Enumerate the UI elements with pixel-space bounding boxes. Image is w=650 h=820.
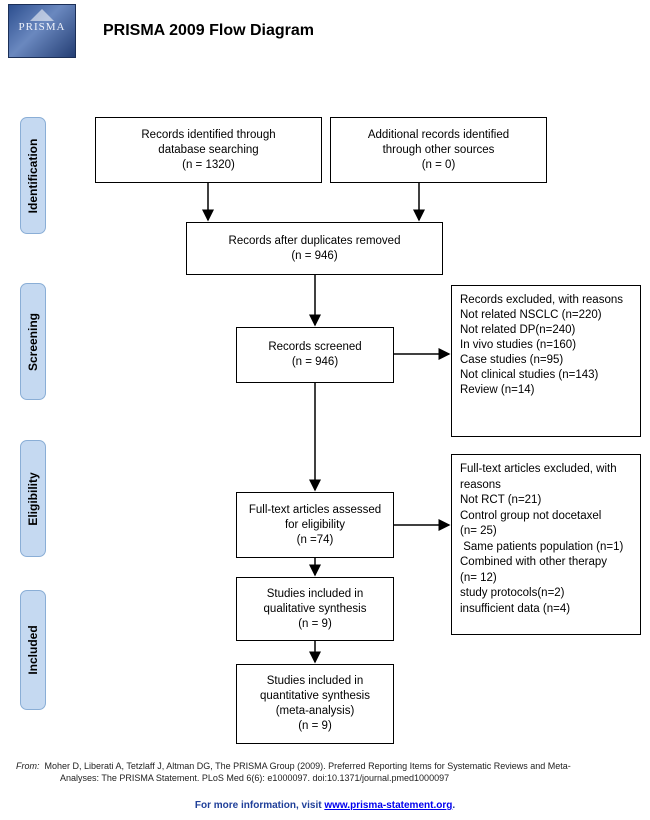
box-line: Not related NSCLC (n=220) [460,309,602,321]
box-line: Not RCT (n=21) [460,494,542,506]
box-line: Studies included in [266,675,364,687]
box-line: (n = 946) [291,249,338,262]
box-line: Records identified through [141,128,276,141]
box-line: Records after duplicates removed [228,234,401,247]
box-records-excluded: Records excluded, with reasons Not relat… [451,285,641,437]
box-after-duplicates: Records after duplicates removed (n = 94… [186,222,443,275]
box-line: (meta-analysis) [275,705,355,717]
citation-line2: Analyses: The PRISMA Statement. PLoS Med… [60,773,450,783]
box-line: Not related DP(n=240) [460,324,576,336]
box-line: Studies included in [266,587,364,600]
box-line: (n = 946) [291,356,339,368]
citation-line1: Moher D, Liberati A, Tetzlaff J, Altman … [44,761,571,771]
footer-text: For more information, visit [194,800,322,811]
box-line: (n= 25) [460,525,497,537]
box-line: Combined with other therapy [460,556,608,568]
citation: From: Moher D, Liberati A, Tetzlaff J, A… [16,760,636,784]
box-line: qualitative synthesis [263,602,367,615]
box-line: through other sources [382,143,495,156]
box-line: (n= 12) [460,571,497,584]
prisma-logo: PRISMA [8,4,76,58]
box-other-sources: Additional records identified through ot… [330,117,547,183]
box-line: (n = 9) [298,617,332,630]
box-line: Review (n=14) [460,384,535,396]
box-line: reasons [460,478,501,491]
box-line: for eligibility [284,518,346,531]
box-line: Case studies (n=95) [460,354,564,366]
box-line: Additional records identified [367,128,510,141]
box-line: database searching [158,143,259,156]
logo-triangle-icon [30,9,54,21]
box-fulltext-excluded: Full-text articles excluded, with reason… [451,454,641,635]
box-qualitative-synthesis: Studies included in qualitative synthesi… [236,577,394,641]
citation-lead: From: [16,761,40,771]
box-line: In vivo studies (n=160) [460,339,577,351]
page-title: PRISMA 2009 Flow Diagram [103,22,315,39]
prisma-website-link[interactable]: www.prisma-statement.org [324,800,453,811]
box-line: Full-text articles excluded, with [460,463,617,475]
box-line: Records screened [268,341,362,353]
box-line: quantitative synthesis [260,690,370,702]
box-fulltext-assessed: Full-text articles assessed for eligibil… [236,492,394,558]
stage-identification: Identification [20,117,46,234]
box-line: Full-text articles assessed [248,503,382,516]
box-line: (n =74) [296,533,334,546]
stage-eligibility: Eligibility [20,440,46,557]
logo-text: PRISMA [18,21,66,33]
box-line: insufficient data (n=4) [460,602,571,615]
box-line: (n = 9) [298,720,332,732]
box-line: study protocols(n=2) [460,587,565,599]
box-line: (n = 1320) [182,158,235,171]
box-line: Records excluded, with reasons [460,294,623,306]
box-line: (n = 0) [421,158,456,171]
box-line: Same patients population (n=1) [460,540,624,553]
stage-included: Included [20,590,46,710]
box-database-records: Records identified through database sear… [95,117,322,183]
box-quantitative-synthesis: Studies included in quantitative synthes… [236,664,394,744]
footer: For more information, visit www.prisma-s… [0,800,650,811]
box-line: Not clinical studies (n=143) [460,369,599,381]
box-records-screened: Records screened (n = 946) [236,327,394,383]
footer-end: . [452,800,456,811]
stage-screening: Screening [20,283,46,400]
box-line: Control group not docetaxel [460,509,602,522]
